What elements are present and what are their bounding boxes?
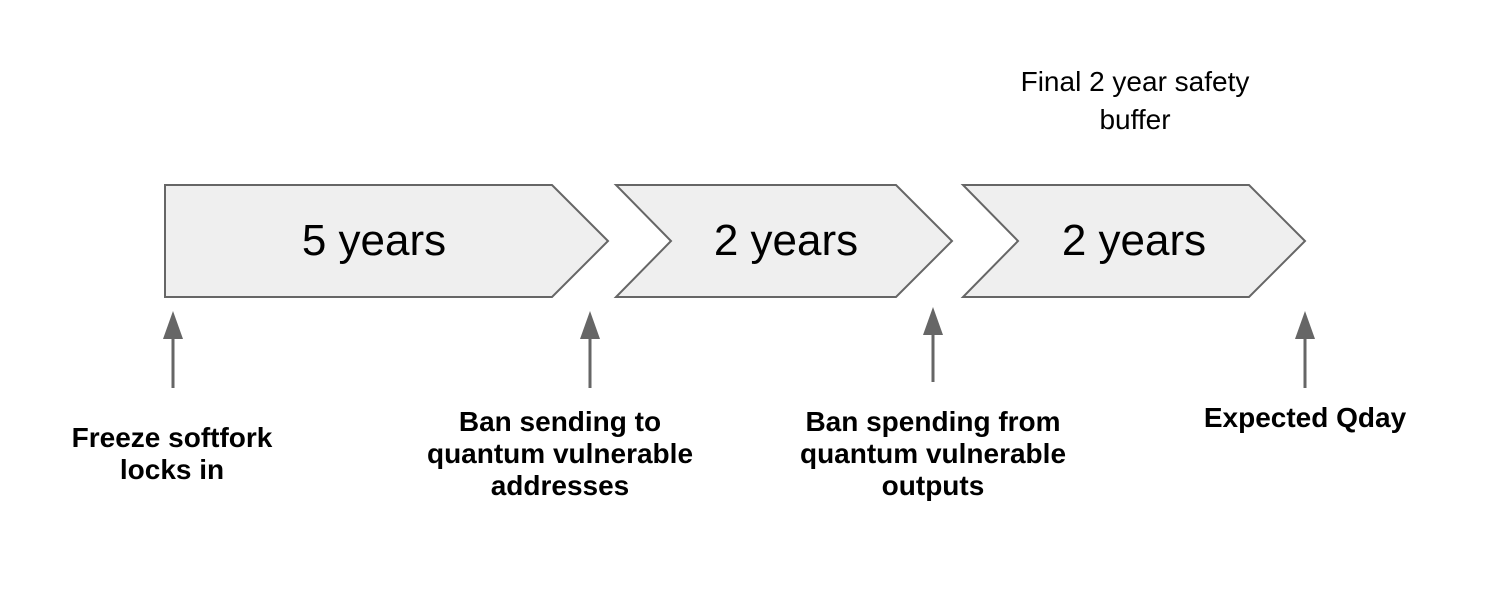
event-label-freeze-softfork: Freeze softfork locks in — [71, 422, 273, 485]
up-arrow-icon-freeze-softfork — [163, 311, 183, 388]
phase-chevron-5-years — [164, 184, 610, 298]
phase-2-duration-label: 2 years — [713, 216, 859, 265]
event-label-ban-spending: Ban spending from quantum vulnerable out… — [799, 406, 1067, 501]
phase-chevron-2-years-first — [613, 184, 954, 298]
up-arrow-icon-ban-spending — [923, 307, 943, 382]
phase-1-duration-label: 5 years — [301, 216, 447, 265]
phase-3-duration-label: 2 years — [1061, 216, 1207, 265]
safety-buffer-annotation: Final 2 year safety buffer — [1020, 66, 1250, 135]
up-arrow-icon-expected-qday — [1295, 311, 1315, 388]
event-label-expected-qday: Expected Qday — [1203, 402, 1407, 433]
up-arrow-icon-ban-sending — [580, 311, 600, 388]
phase-chevron-2-years-buffer — [960, 184, 1307, 298]
event-label-ban-sending: Ban sending to quantum vulnerable addres… — [426, 406, 694, 501]
